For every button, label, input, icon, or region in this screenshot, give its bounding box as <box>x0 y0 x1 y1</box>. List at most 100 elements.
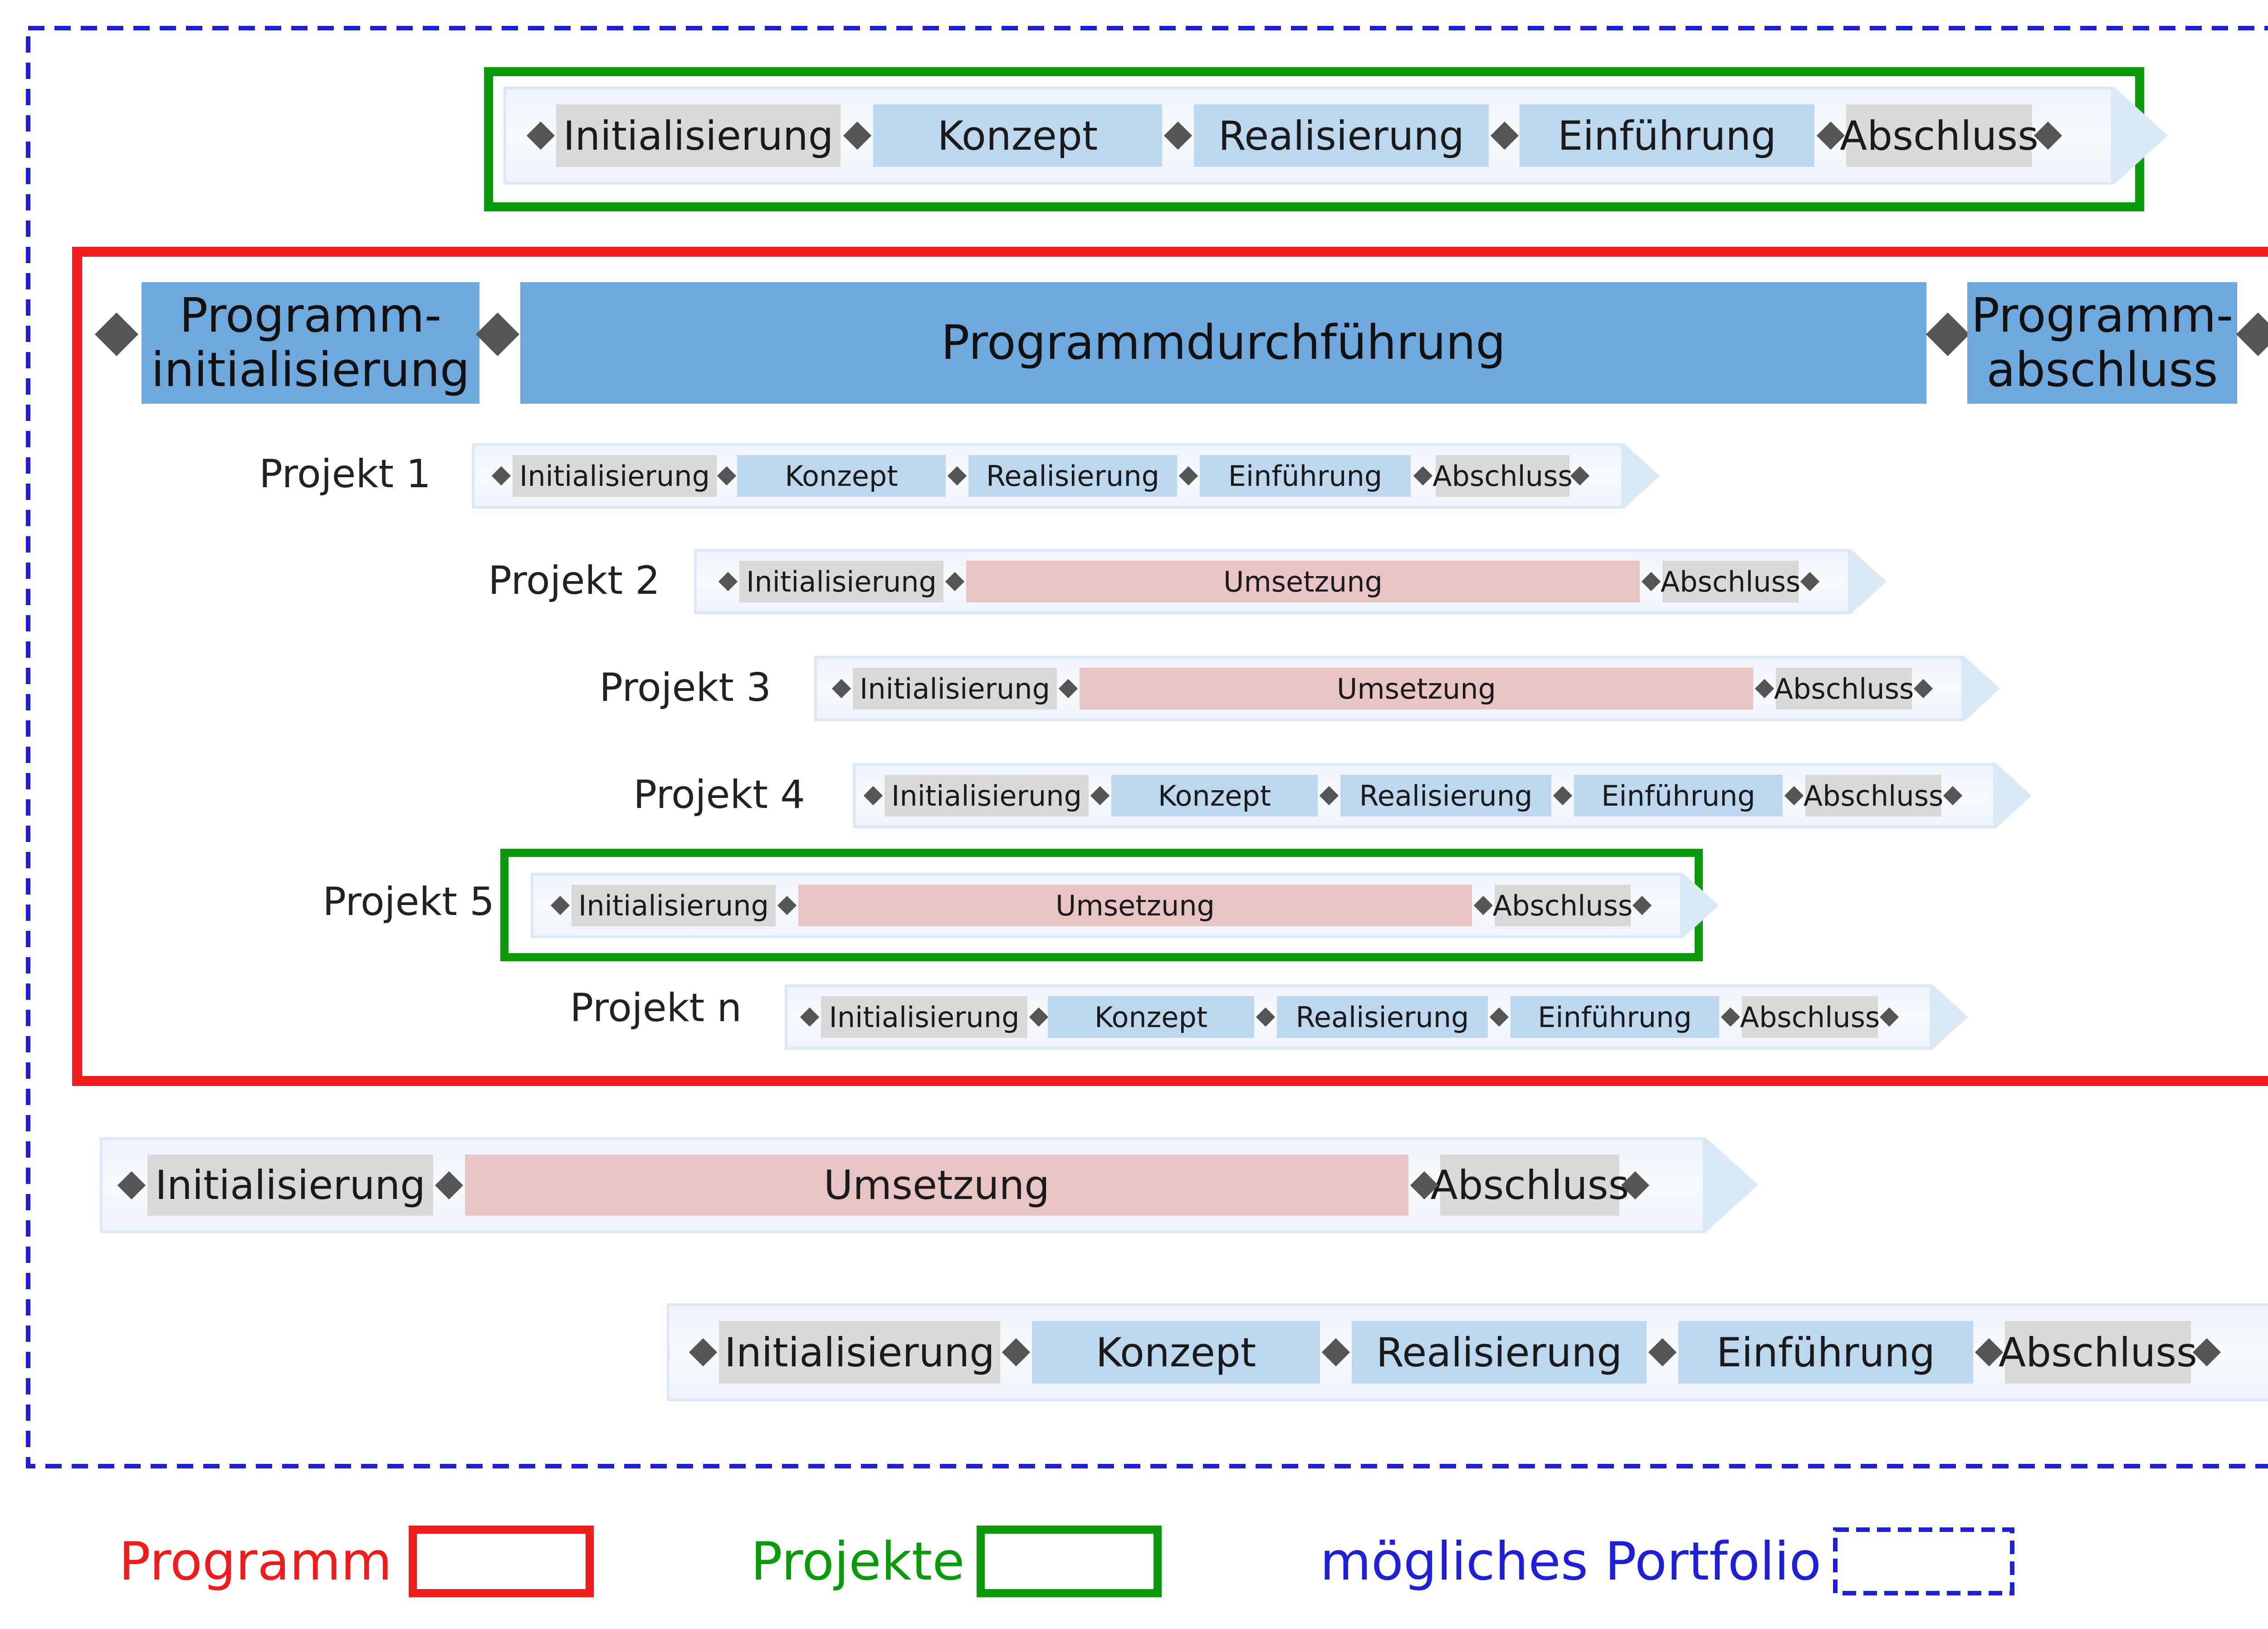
project-4-arrow-icon <box>1996 763 2032 828</box>
project-n-phase-realization-label: Realisierung <box>1295 1000 1469 1034</box>
project-4-phase-closure: Abschluss <box>1803 775 1944 817</box>
project-4-phase-concept-label: Konzept <box>1158 779 1271 812</box>
project-2-label: Projekt 2 <box>488 558 660 603</box>
project-n-arrow-icon <box>1932 984 1968 1050</box>
portfolio-frame <box>26 26 2268 1468</box>
top-project-phase-init: Initialisierung <box>556 104 841 167</box>
portfolio-project-a-phase-init: Initialisierung <box>147 1154 433 1216</box>
top-project-phase-closure: Abschluss <box>1840 104 2038 167</box>
project-2-phase-closure: Abschluss <box>1660 561 1801 602</box>
legend-program-box <box>409 1526 594 1597</box>
project-n-phase-closure: Abschluss <box>1740 996 1880 1038</box>
top-project-phase-closure-label: Abschluss <box>1840 112 2038 159</box>
program-closure-block: Programm- abschluss <box>1967 282 2237 404</box>
project-n-phase-introduction-label: Einführung <box>1538 1000 1692 1034</box>
project-1-label: Projekt 1 <box>259 451 431 497</box>
project-4-label: Projekt 4 <box>633 772 805 817</box>
top-project-phase-introduction: Einführung <box>1520 104 1814 167</box>
portfolio-project-a-phase-closure: Abschluss <box>1431 1154 1629 1216</box>
project-5-phase-implementation-label: Umsetzung <box>1055 889 1215 922</box>
project-1-phase-introduction: Einführung <box>1200 455 1411 497</box>
project-2-arrow-icon <box>1851 549 1887 614</box>
top-project-phase-introduction-label: Einführung <box>1558 112 1776 159</box>
project-4-phase-closure-label: Abschluss <box>1803 779 1944 812</box>
program-frame <box>72 247 2268 1086</box>
top-project-phase-concept-label: Konzept <box>937 112 1098 159</box>
project-3-phase-closure-label: Abschluss <box>1774 672 1914 705</box>
project-3-phase-closure: Abschluss <box>1774 668 1914 709</box>
program-execution-block: Programmdurchführung <box>520 282 1926 404</box>
project-1-phase-concept: Konzept <box>737 455 946 497</box>
portfolio-project-b-phase-concept: Konzept <box>1032 1321 1320 1384</box>
portfolio-project-b-phase-closure-label: Abschluss <box>1999 1329 2197 1376</box>
project-1-phase-init-label: Initialisierung <box>519 459 710 493</box>
project-n-phase-introduction: Einführung <box>1510 996 1719 1038</box>
project-1-phase-concept-label: Konzept <box>785 459 898 493</box>
portfolio-project-b-phase-realization: Realisierung <box>1352 1321 1647 1384</box>
project-4-phase-introduction-label: Einführung <box>1601 779 1755 812</box>
project-n-phase-concept-label: Konzept <box>1094 1000 1208 1034</box>
legend-portfolio-box <box>1833 1527 2014 1595</box>
project-4-phase-introduction: Einführung <box>1574 775 1783 817</box>
portfolio-project-a-phase-implementation: Umsetzung <box>465 1154 1408 1216</box>
program-execution-label: Programmdurchführung <box>941 315 1506 371</box>
project-3-phase-implementation-label: Umsetzung <box>1336 672 1496 705</box>
portfolio-project-b-phase-introduction: Einführung <box>1678 1321 1973 1384</box>
project-1-phase-introduction-label: Einführung <box>1228 459 1383 493</box>
project-1-phase-init: Initialisierung <box>513 455 717 497</box>
project-1-phase-closure-label: Abschluss <box>1432 459 1573 493</box>
project-1-phase-realization: Realisierung <box>968 455 1177 497</box>
project-1-phase-closure: Abschluss <box>1432 455 1573 497</box>
portfolio-project-b-phase-closure: Abschluss <box>1999 1321 2197 1384</box>
project-3-arrow-icon <box>1964 656 2000 721</box>
project-5-phase-closure: Abschluss <box>1492 885 1633 926</box>
portfolio-project-a-phase-implementation-label: Umsetzung <box>823 1162 1050 1208</box>
project-3-phase-init-label: Initialisierung <box>860 672 1050 705</box>
program-closure-label: Programm- abschluss <box>1971 288 2234 397</box>
portfolio-project-a-phase-init-label: Initialisierung <box>155 1162 425 1208</box>
project-n-phase-init: Initialisierung <box>821 996 1027 1038</box>
project-4-phase-init: Initialisierung <box>885 775 1089 817</box>
project-5-phase-closure-label: Abschluss <box>1492 889 1633 922</box>
project-1-phase-realization-label: Realisierung <box>986 459 1159 493</box>
project-n-phase-closure-label: Abschluss <box>1740 1000 1880 1034</box>
portfolio-project-b-phase-realization-label: Realisierung <box>1376 1329 1623 1376</box>
portfolio-project-b-phase-introduction-label: Einführung <box>1716 1329 1935 1376</box>
legend-projects-label: Projekte <box>751 1531 965 1592</box>
project-n-phase-realization: Realisierung <box>1277 996 1488 1038</box>
project-4-phase-realization-label: Realisierung <box>1359 779 1533 812</box>
project-1-arrow-icon <box>1624 443 1660 509</box>
portfolio-project-b-phase-concept-label: Konzept <box>1095 1329 1256 1376</box>
project-4-phase-init-label: Initialisierung <box>891 779 1082 812</box>
project-n-phase-concept: Konzept <box>1048 996 1254 1038</box>
project-2-phase-closure-label: Abschluss <box>1660 565 1801 598</box>
legend-program-label: Programm <box>119 1531 392 1592</box>
top-project-phase-init-label: Initialisierung <box>563 112 834 159</box>
project-2-phase-init-label: Initialisierung <box>746 565 937 598</box>
top-project-phase-realization-label: Realisierung <box>1218 112 1465 159</box>
portfolio-project-a-arrow-icon <box>1706 1137 1758 1233</box>
legend-projects-box <box>977 1526 1162 1597</box>
project-n-label: Projekt n <box>570 985 742 1031</box>
project-3-phase-implementation: Umsetzung <box>1080 668 1753 709</box>
top-project-arrow-icon <box>2114 87 2168 185</box>
portfolio-project-a-phase-closure-label: Abschluss <box>1430 1162 1629 1208</box>
project-4-phase-concept: Konzept <box>1111 775 1318 817</box>
project-5-phase-init: Initialisierung <box>572 885 776 926</box>
project-5-phase-implementation: Umsetzung <box>798 885 1472 926</box>
legend-portfolio-label: mögliches Portfolio <box>1320 1531 1822 1592</box>
program-initialization-label: Programm- initialisierung <box>151 288 470 397</box>
portfolio-project-b-phase-init: Initialisierung <box>719 1321 1000 1384</box>
project-n-phase-init-label: Initialisierung <box>829 1000 1020 1034</box>
project-5-label: Projekt 5 <box>323 879 494 925</box>
project-5-arrow-icon <box>1683 873 1719 938</box>
project-2-phase-implementation-label: Umsetzung <box>1223 565 1383 598</box>
project-2-phase-init: Initialisierung <box>739 561 943 602</box>
top-project-phase-realization: Realisierung <box>1194 104 1489 167</box>
top-project-phase-concept: Konzept <box>873 104 1162 167</box>
program-initialization-block: Programm- initialisierung <box>142 282 479 404</box>
project-5-phase-init-label: Initialisierung <box>578 889 769 922</box>
project-2-phase-implementation: Umsetzung <box>966 561 1640 602</box>
project-4-phase-realization: Realisierung <box>1340 775 1551 817</box>
